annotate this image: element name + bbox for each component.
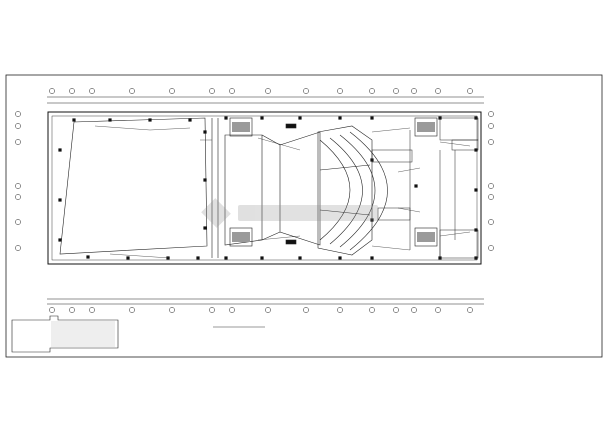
grid-bubble	[467, 307, 473, 313]
grid-bubble	[467, 88, 473, 94]
grid-bubble	[411, 307, 417, 313]
key-plan	[11, 315, 119, 353]
column	[203, 130, 207, 134]
grid-bubble	[169, 307, 175, 313]
column	[196, 256, 200, 260]
column	[474, 188, 478, 192]
grid-bubble	[209, 88, 215, 94]
column	[126, 256, 130, 260]
column	[58, 198, 62, 202]
grid-bubble	[69, 88, 75, 94]
grid-bubble	[69, 307, 75, 313]
grid-bubble	[15, 183, 21, 189]
sheet-border	[5, 74, 603, 358]
leader-line	[94, 125, 151, 131]
column	[148, 118, 152, 122]
grid-bubble	[393, 88, 399, 94]
grid-bubble	[337, 307, 343, 313]
column	[338, 116, 342, 120]
column	[370, 116, 374, 120]
building-outline	[47, 111, 482, 265]
grid-bubble	[15, 219, 21, 225]
grid-bubble	[15, 139, 21, 145]
leader-line	[149, 127, 191, 131]
left-hall	[59, 117, 219, 258]
grid-bubble	[169, 88, 175, 94]
grid-bubble	[488, 111, 494, 117]
grid-bubble	[488, 194, 494, 200]
grid-bubble	[129, 307, 135, 313]
bottom-dimension-line	[47, 298, 484, 305]
column	[188, 118, 192, 122]
grid-bubble	[369, 307, 375, 313]
grid-bubble	[15, 123, 21, 129]
column	[224, 256, 228, 260]
grid-bubble	[303, 88, 309, 94]
column	[260, 256, 264, 260]
column	[224, 116, 228, 120]
grid-bubble	[303, 307, 309, 313]
grid-bubble	[229, 307, 235, 313]
grid-bubble	[337, 88, 343, 94]
grid-bubble	[15, 245, 21, 251]
grid-bubble	[488, 219, 494, 225]
right-wing-rooms	[371, 117, 479, 259]
grid-bubble	[435, 88, 441, 94]
watermark	[201, 198, 378, 228]
annotation-leaders	[94, 125, 471, 259]
grid-bubble	[369, 88, 375, 94]
top-grid-bubbles	[49, 88, 473, 94]
leader-line	[371, 127, 411, 133]
grid-bubble	[411, 88, 417, 94]
left-grid-bubbles	[15, 111, 21, 251]
grid-bubble	[49, 88, 55, 94]
grid-bubble	[265, 88, 271, 94]
bottom-grid-bubbles	[49, 307, 473, 313]
leader-line	[397, 207, 421, 213]
grid-bubble	[488, 139, 494, 145]
grid-bubble	[488, 123, 494, 129]
column	[203, 178, 207, 182]
leader-line	[109, 253, 171, 259]
grid-bubble	[15, 111, 21, 117]
grid-bubble	[265, 307, 271, 313]
grid-bubble	[488, 183, 494, 189]
right-grid-bubbles	[488, 111, 494, 251]
top-dimension-line	[47, 96, 484, 104]
leader-line	[397, 167, 421, 173]
column	[298, 256, 302, 260]
leader-line	[257, 137, 301, 151]
grid-bubble	[229, 88, 235, 94]
grid-bubble	[49, 307, 55, 313]
column	[338, 256, 342, 260]
grid-bubble	[393, 307, 399, 313]
grid-bubble	[89, 307, 95, 313]
column	[86, 255, 90, 259]
column	[370, 256, 374, 260]
column	[58, 238, 62, 242]
column	[108, 118, 112, 122]
column	[298, 116, 302, 120]
auditorium	[224, 125, 388, 256]
grid-bubble	[488, 245, 494, 251]
grid-bubble	[435, 307, 441, 313]
column	[414, 184, 418, 188]
leader-line	[371, 245, 411, 251]
grid-bubble	[89, 88, 95, 94]
column	[203, 226, 207, 230]
column	[72, 118, 76, 122]
column	[58, 148, 62, 152]
grid-bubble	[129, 88, 135, 94]
grid-bubble	[15, 194, 21, 200]
stair-cores	[229, 117, 438, 247]
grid-bubble	[209, 307, 215, 313]
leader-line	[439, 141, 471, 147]
column	[260, 116, 264, 120]
leader-line	[257, 235, 301, 241]
